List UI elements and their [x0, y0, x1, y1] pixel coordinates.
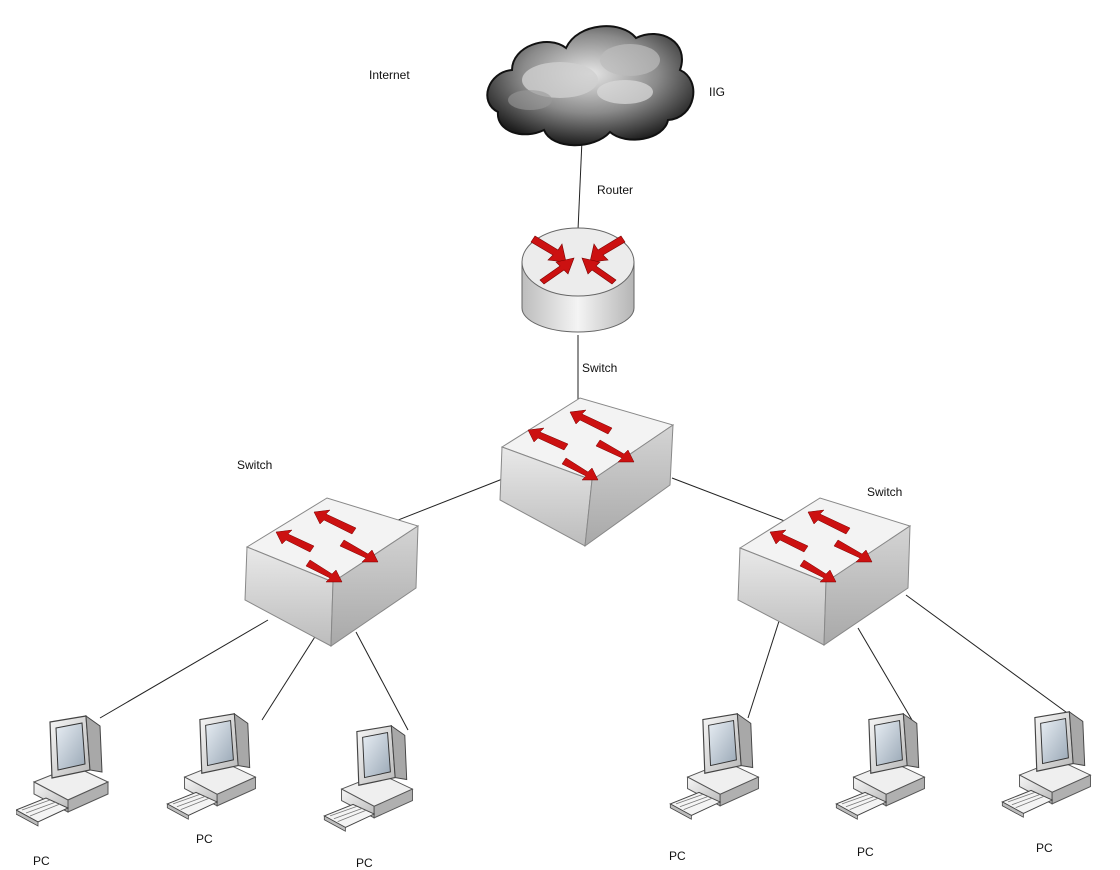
link-left-switch-pc3 [355, 631, 409, 731]
internet-label: Internet [369, 68, 410, 82]
pc-1-icon [16, 715, 109, 827]
router-icon [521, 227, 635, 333]
router-label: Router [597, 183, 634, 197]
link-right-switch-pc6 [905, 594, 1071, 716]
internet-cloud-icon [486, 25, 695, 147]
iig-label: IIG [709, 85, 726, 99]
link-left-switch-pc1 [99, 619, 269, 719]
pc-4-icon [669, 713, 760, 820]
core-switch-label: Switch [582, 361, 618, 375]
pc-4-label: PC [669, 849, 686, 863]
pc-2-icon [166, 713, 257, 820]
connections [99, 139, 1071, 731]
left-switch-icon [244, 497, 420, 647]
right-switch-icon [737, 497, 912, 646]
pc-3-label: PC [356, 856, 373, 870]
pc-3-icon [323, 725, 414, 832]
pc-5-icon [835, 713, 926, 820]
link-core-right-switch [671, 477, 796, 526]
link-cloud-router [577, 139, 583, 231]
right-switch-label: Switch [867, 485, 903, 499]
left-switch-label: Switch [237, 458, 273, 472]
pc-1-label: PC [33, 854, 50, 868]
pc-2-label: PC [196, 832, 213, 846]
link-left-switch-pc2 [261, 631, 319, 721]
pc-6-label: PC [1036, 841, 1053, 855]
pc-5-label: PC [857, 845, 874, 859]
link-right-switch-pc4 [747, 617, 781, 719]
pc-6-icon [1001, 711, 1092, 818]
link-right-switch-pc5 [857, 627, 913, 721]
core-switch-icon [499, 397, 675, 548]
